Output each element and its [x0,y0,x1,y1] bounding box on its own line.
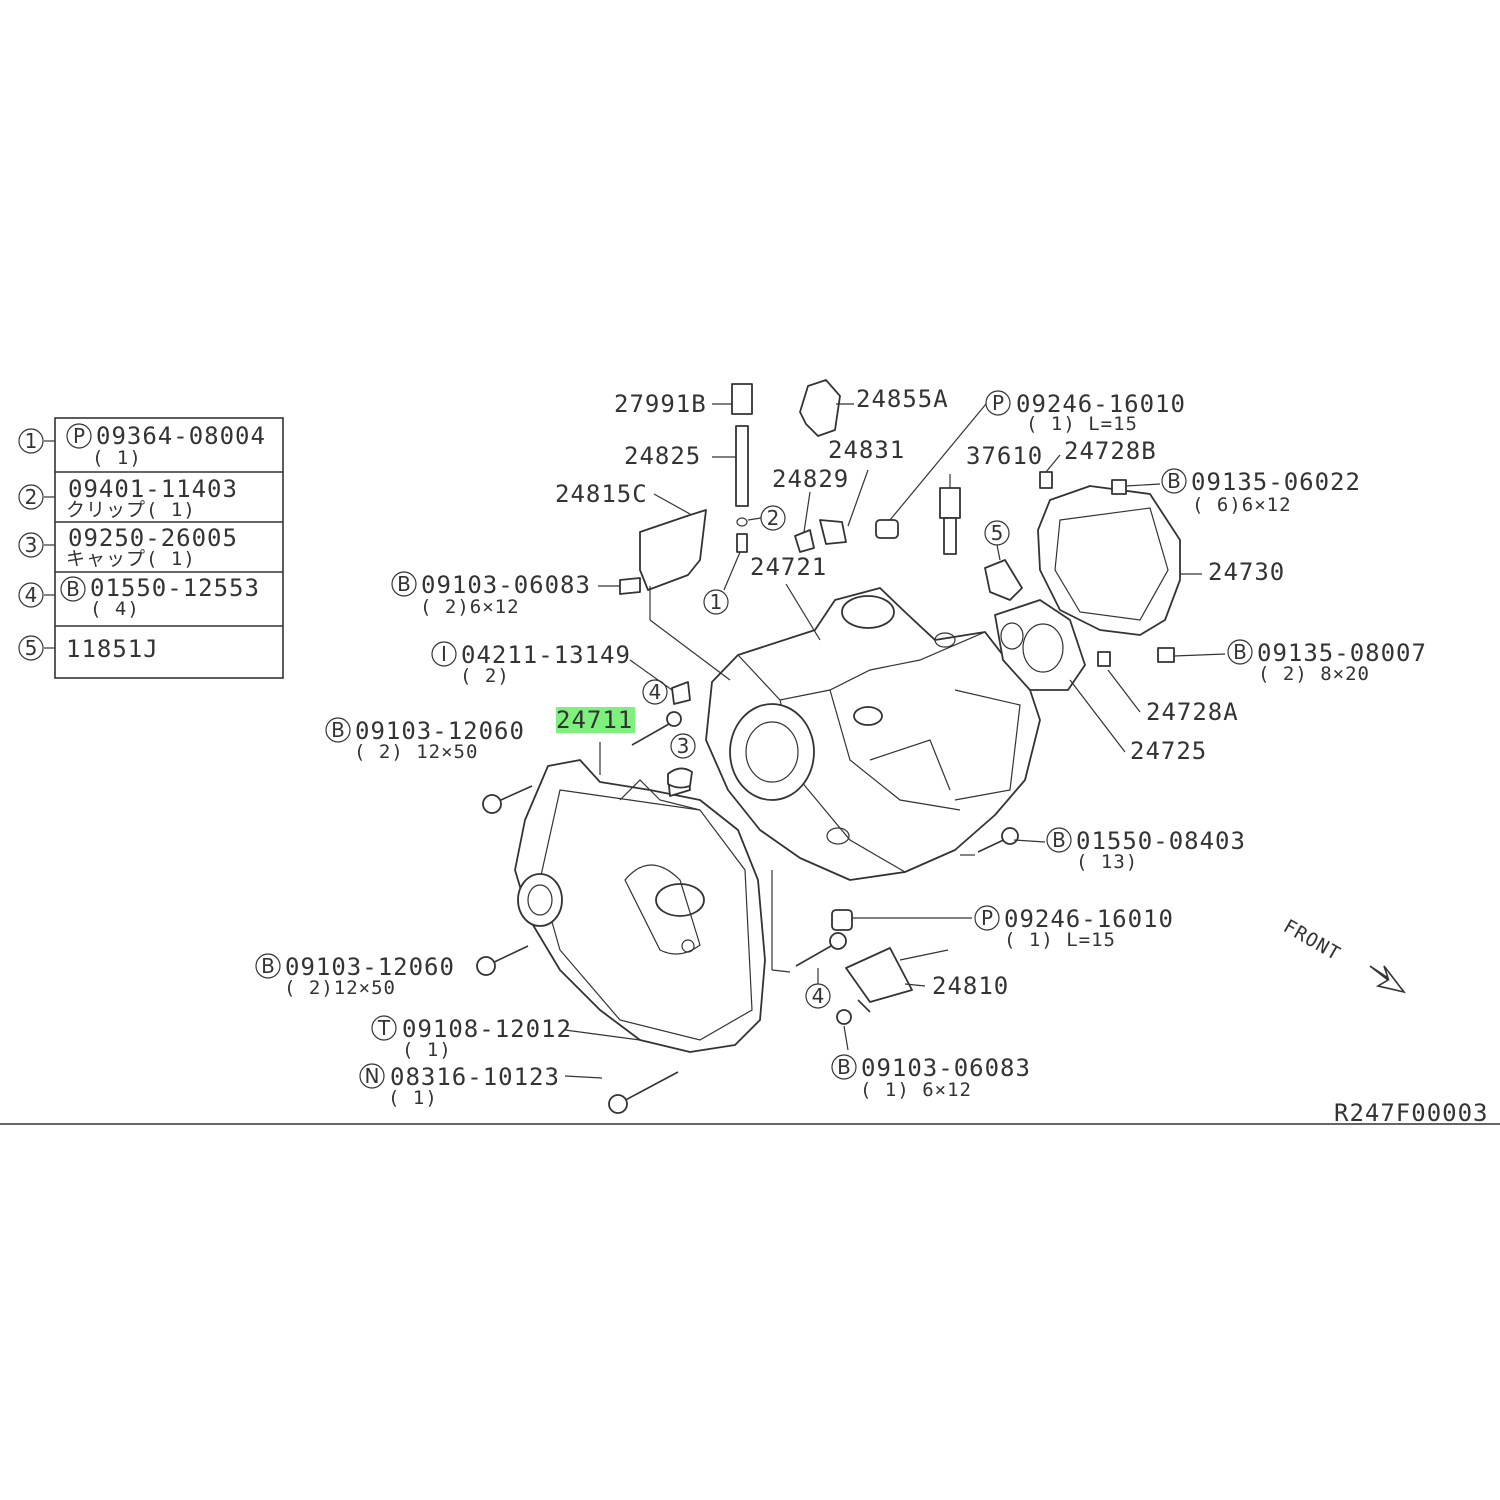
label-24855a: 24855A [856,385,949,413]
legend-num-3: 3 [25,533,38,557]
prefix-09108: T [377,1016,391,1040]
sub-01550: ( 13) [1076,851,1138,873]
highlight-24711 [556,707,635,733]
label-24810: 24810 [932,972,1009,1000]
prefix-09246b: P [981,906,993,930]
legend-prefix-4: B [66,577,80,601]
sub-09108: ( 1) [402,1039,452,1061]
sub-09246b: ( 1) L=15 [1004,929,1116,951]
sub-09103a: ( 2)6×12 [420,596,520,618]
label-09246a: 09246-16010 [1016,390,1186,418]
label-27991b: 27991B [614,390,707,418]
plate-24815c [639,509,707,591]
label-24721: 24721 [750,553,827,581]
legend-code-5: 11851J [66,635,159,663]
legend-sub-2: クリップ( 1) [66,499,196,521]
legend-code-3: 09250-26005 [68,524,238,552]
sub-04211: ( 2) [460,665,510,687]
legend-sub-4: ( 4) [90,598,140,620]
callout-5: 5 [991,521,1004,545]
legend-code-1: 09364-08004 [96,422,266,450]
sub-08316: ( 1) [388,1087,438,1109]
callout-4a: 4 [649,680,662,704]
leader-lines [564,403,1226,1079]
legend-num-1: 1 [25,429,38,453]
prefix-04211: I [441,642,447,666]
sub-09135a: ( 6)6×12 [1192,494,1292,516]
callout-1: 1 [710,590,723,614]
switch-27991b [731,383,753,415]
label-09103c: 09103-12060 [285,953,455,981]
label-09135a: 09135-06022 [1191,468,1361,496]
label-37610: 37610 [966,442,1043,470]
label-09103b: 09103-12060 [355,717,525,745]
label-01550: 01550-08403 [1076,827,1246,855]
label-24829: 24829 [772,465,849,493]
legend-code-2: 09401-11403 [68,475,238,503]
prefix-09246a: P [992,391,1004,415]
diagram-code: R247F00003 [1334,1099,1489,1127]
sensor-37610 [939,487,961,519]
label-24815c: 24815C [555,480,648,508]
rear-cover-drawing [994,485,1181,691]
prefix-09103b: B [331,718,345,742]
sub-09135b: ( 2) 8×20 [1258,663,1370,685]
label-24725: 24725 [1130,737,1207,765]
label-24728a: 24728A [1146,698,1239,726]
sub-09103c: ( 2)12×50 [284,977,396,999]
callout-4b: 4 [812,984,825,1008]
label-24831: 24831 [828,436,905,464]
prefix-08316: N [365,1064,380,1088]
prefix-09135a: B [1167,469,1181,493]
label-08316: 08316-10123 [390,1063,560,1091]
callouts: 2 1 5 4 3 4 [642,505,1010,1009]
callout-2: 2 [767,506,780,530]
sub-09103b: ( 2) 12×50 [354,741,478,763]
front-indicator: FRONT [1280,915,1406,994]
part-labels: 27991B 24855A P 09246-16010 ( 1) L=15 24… [255,385,1427,1109]
small-parts [476,379,1175,1114]
label-24730: 24730 [1208,558,1285,586]
front-arrow-icon [1369,965,1406,994]
callout-3: 3 [677,734,690,758]
bracket-24855a [799,379,841,437]
label-24711[interactable]: 24711 [556,706,633,734]
sub-09246a: ( 1) L=15 [1026,413,1138,435]
legend-num-2: 2 [25,485,38,509]
legend-prefix-1: P [73,424,85,448]
label-04211: 04211-13149 [461,641,631,669]
legend-table: 1 P 09364-08004 ( 1) 2 09401-11403 クリップ(… [18,417,284,679]
transmission-case-drawing [705,587,1041,881]
label-09103d: 09103-06083 [861,1054,1031,1082]
label-09108: 09108-12012 [402,1015,572,1043]
label-24825: 24825 [624,442,701,470]
label-09246b: 09246-16010 [1004,905,1174,933]
prefix-09103d: B [837,1055,851,1079]
label-24728b: 24728B [1064,437,1157,465]
sub-09103d: ( 1) 6×12 [860,1079,972,1101]
prefix-09135b: B [1233,640,1247,664]
rod-24825 [735,425,749,507]
prefix-01550: B [1052,828,1066,852]
clutch-housing-drawing [514,759,766,1053]
legend-sub-3: キャップ( 1) [66,548,196,570]
legend-num-5: 5 [25,636,38,660]
legend-sub-1: ( 1) [92,447,142,469]
prefix-09103a: B [397,572,411,596]
legend-code-4: 01550-12553 [90,574,260,602]
legend-num-4: 4 [25,583,38,607]
prefix-09103c: B [261,954,275,978]
front-label: FRONT [1280,915,1345,965]
label-09135b: 09135-08007 [1257,639,1427,667]
label-09103a: 09103-06083 [421,571,591,599]
